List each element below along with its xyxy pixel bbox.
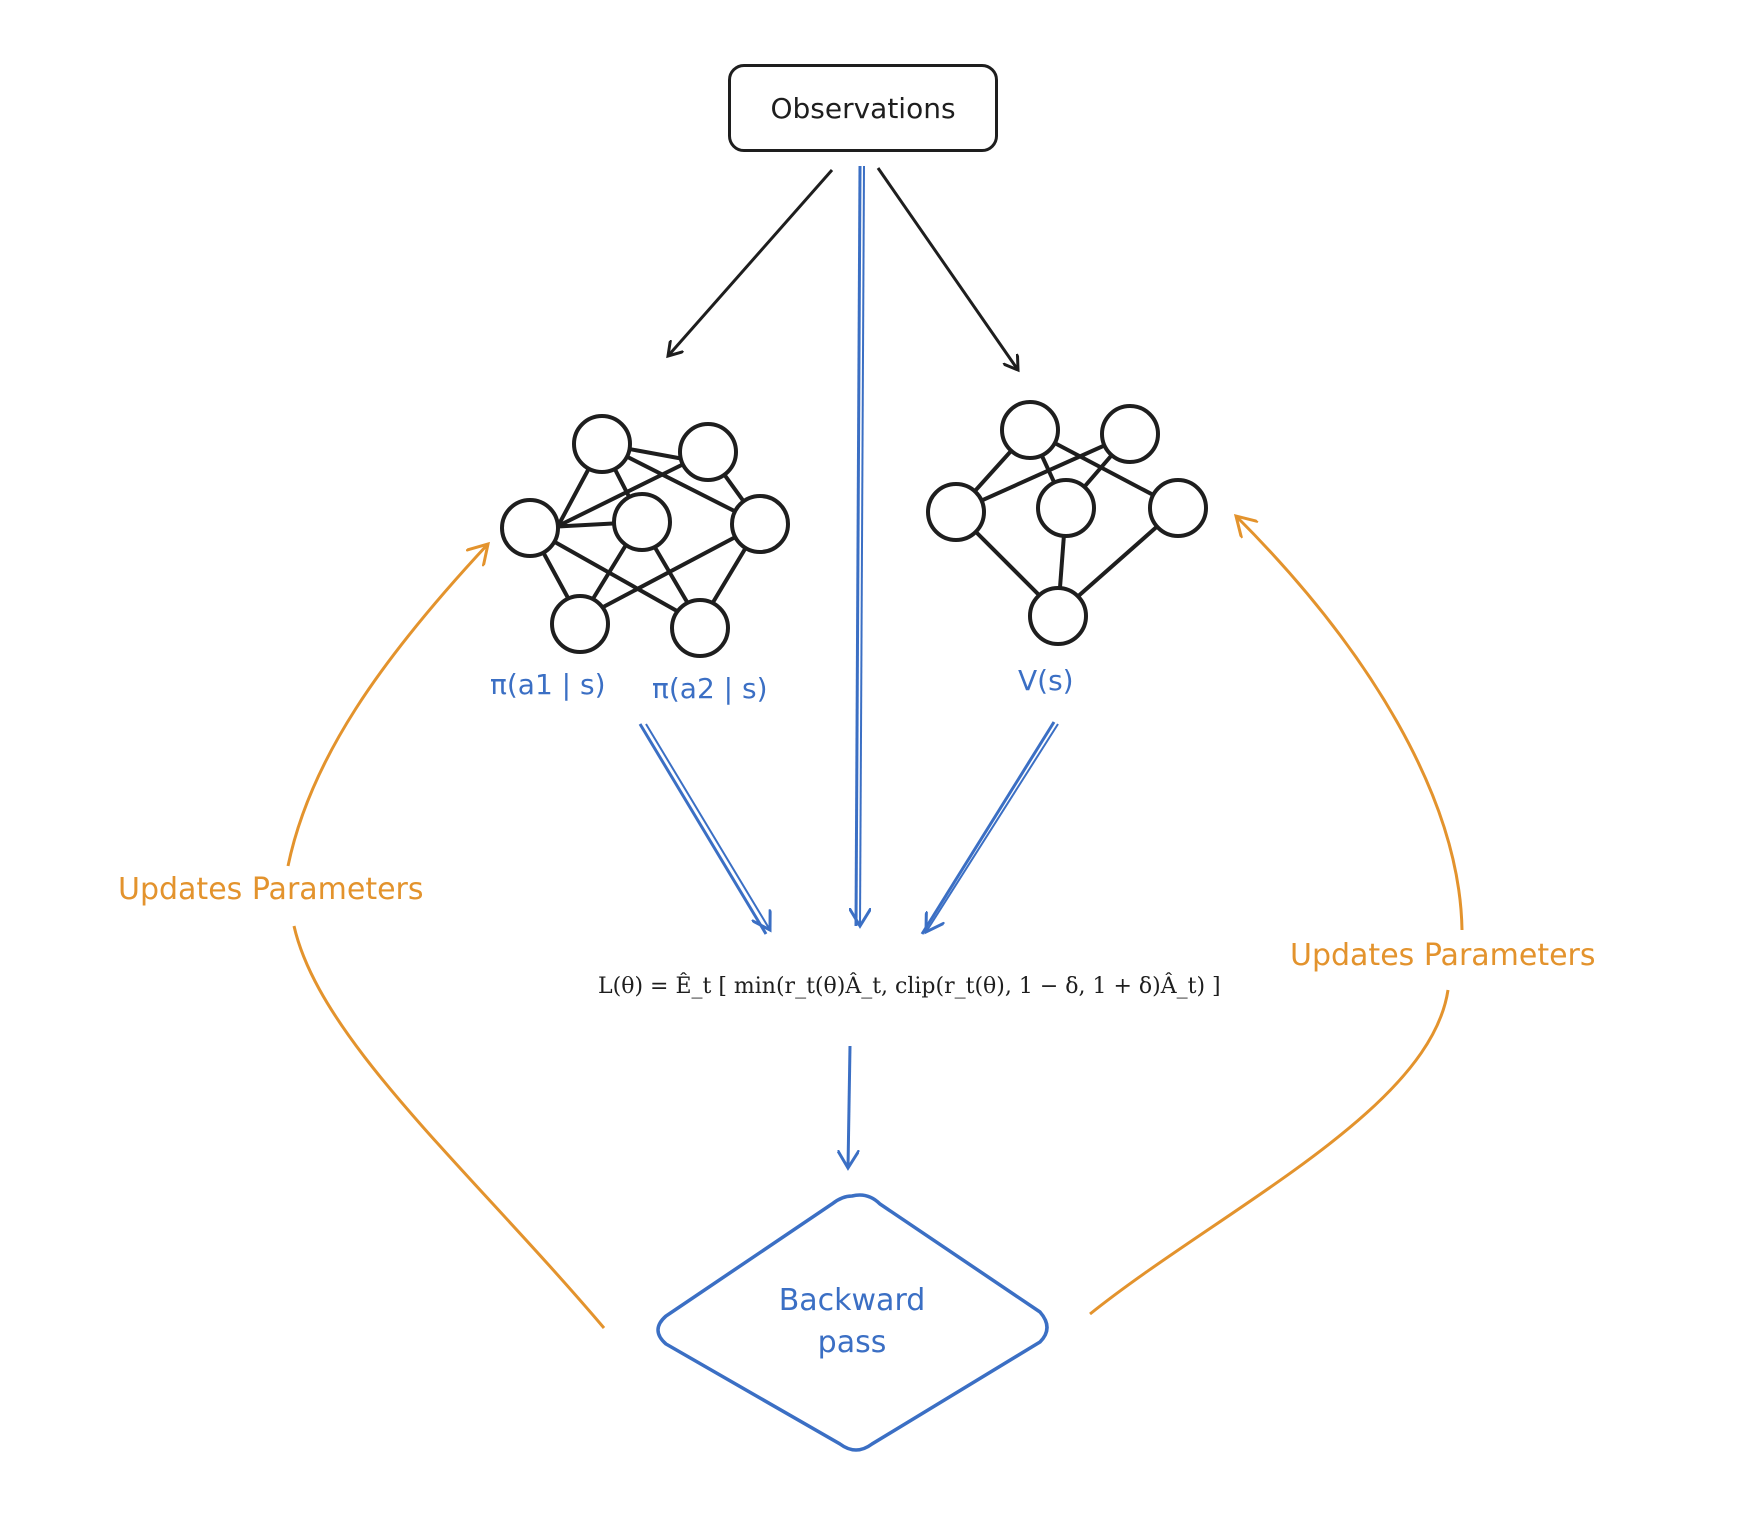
arrow-value-to-formula — [920, 721, 1059, 935]
arrow-obs-to-value — [876, 167, 1018, 370]
update-parameters-right-label: Updates Parameters — [1290, 938, 1596, 973]
loss-formula: L(θ) = Ê_t [ min(r_t(θ)Â_t, clip(r_t(θ),… — [598, 974, 1221, 999]
arrow-obs-to-policy — [668, 169, 834, 356]
policy-output-1-label: π(a1 | s) — [490, 668, 606, 701]
policy-network-icon — [500, 414, 790, 658]
backward-pass-label: Backward pass — [752, 1280, 952, 1364]
observations-label: Observations — [770, 91, 956, 125]
arrow-formula-to-backward — [848, 1045, 850, 1168]
backward-pass-line1: Backward — [778, 1283, 926, 1318]
arrow-update-left-upper — [286, 544, 488, 867]
backward-pass-line2: pass — [817, 1325, 887, 1360]
backward-pass-shape — [656, 1193, 1049, 1452]
arrow-update-right-upper — [1236, 516, 1464, 931]
value-output-label: V(s) — [1018, 664, 1074, 697]
arrow-update-right-lower — [1089, 989, 1450, 1316]
policy-output-2-label: π(a2 | s) — [652, 672, 768, 705]
observations-node: Observations — [728, 64, 998, 152]
arrow-update-left-lower — [292, 925, 606, 1329]
value-network-icon — [926, 400, 1208, 646]
arrow-obs-to-formula — [856, 165, 864, 926]
update-parameters-left-label: Updates Parameters — [118, 872, 424, 907]
arrow-policy-to-formula — [638, 723, 770, 935]
